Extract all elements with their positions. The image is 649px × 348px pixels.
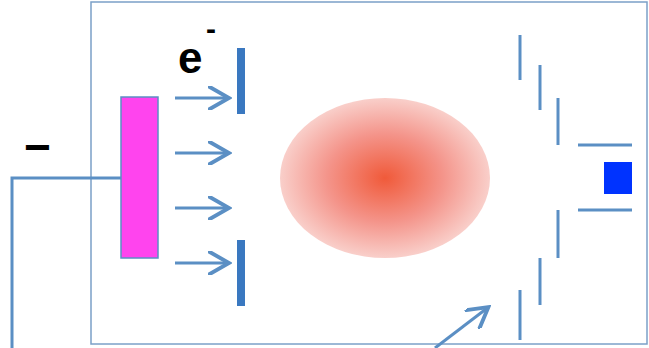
cathode-wire	[12, 178, 121, 348]
chamber-frame	[91, 2, 647, 344]
grid-electrode	[237, 48, 245, 114]
sample-cloud	[280, 98, 490, 258]
grid-electrode	[237, 240, 245, 306]
detector	[604, 162, 632, 194]
electron-arrows	[175, 98, 226, 263]
polarity-sign: −	[24, 124, 51, 170]
electron-symbol: e	[178, 36, 202, 80]
pointer-arrow	[435, 309, 486, 348]
lens-plates	[520, 35, 632, 340]
charge-superscript: -	[206, 14, 216, 44]
cathode-plate	[121, 97, 158, 258]
